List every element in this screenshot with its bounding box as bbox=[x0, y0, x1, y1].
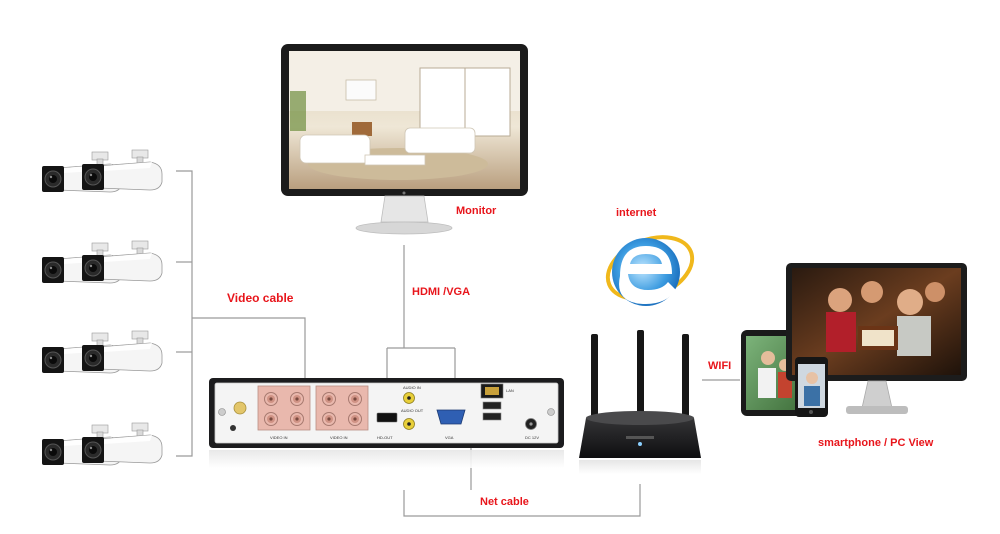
monitor-icon bbox=[281, 44, 528, 235]
dvr-label-vga: VGA bbox=[445, 435, 454, 440]
dvr-label-dc-12v: DC 12V bbox=[525, 435, 539, 440]
net-cable-label: Net cable bbox=[480, 496, 529, 508]
dvr-label-audio-out: AUDIO OUT bbox=[401, 408, 424, 413]
camera-icon bbox=[42, 331, 162, 373]
camera-icon bbox=[42, 241, 162, 283]
camera-icon bbox=[42, 150, 162, 192]
dvr-label-hd-out: HD-OUT bbox=[377, 435, 393, 440]
internet-label: internet bbox=[616, 207, 657, 219]
smartphone-icon bbox=[795, 357, 828, 417]
dvr-label-video-in-1: VIDEO IN bbox=[270, 435, 288, 440]
dvr-label-video-in-2: VIDEO IN bbox=[330, 435, 348, 440]
desktop-pc-icon bbox=[786, 263, 967, 414]
internet-explorer-icon bbox=[605, 235, 695, 306]
hdmi-vga-lines bbox=[386, 245, 456, 392]
dvr-label-lan: LAN bbox=[506, 388, 514, 393]
dvr-label-audio-in: AUDIO IN bbox=[403, 385, 421, 390]
video-cable-lines bbox=[176, 170, 307, 457]
wifi-router-icon bbox=[579, 330, 701, 474]
camera-icon bbox=[42, 423, 162, 465]
monitor-label: Monitor bbox=[456, 205, 497, 217]
hdmi-vga-label: HDMI /VGA bbox=[412, 286, 471, 298]
wifi-label: WIFI bbox=[708, 360, 732, 372]
dvr-recorder-icon: VIDEO IN VIDEO IN HD-OUT AUDIO IN AUDIO … bbox=[209, 378, 564, 468]
smartphone-pc-view-label: smartphone / PC View bbox=[818, 437, 934, 449]
video-cable-label: Video cable bbox=[227, 291, 294, 305]
